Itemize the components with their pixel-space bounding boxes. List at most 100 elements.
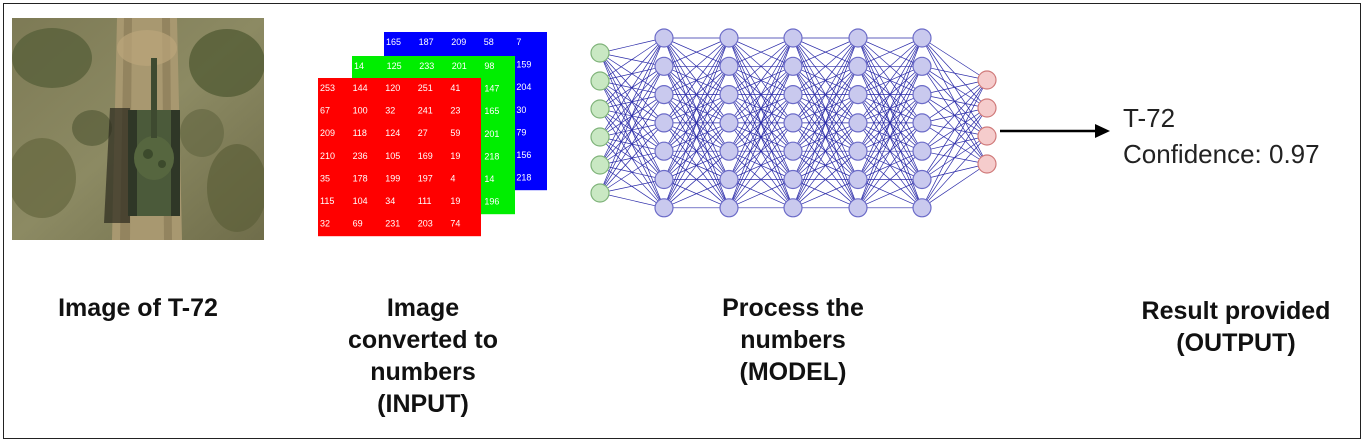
network-edge — [921, 79, 988, 124]
output-node — [977, 98, 997, 118]
hidden-node — [719, 141, 739, 161]
matrix-cell-value: 27 — [418, 128, 428, 138]
matrix-cell-value: 41 — [450, 83, 460, 93]
network-edge — [663, 122, 730, 209]
network-edge — [728, 94, 794, 208]
network-edge — [857, 179, 923, 209]
hidden-node — [654, 113, 674, 133]
network-edge — [792, 37, 859, 67]
matrix-cell-value: 79 — [516, 127, 526, 137]
network-edge — [857, 37, 923, 152]
hidden-node — [848, 169, 868, 190]
network-edge — [728, 179, 794, 209]
network-edge — [599, 37, 665, 82]
hidden-node — [719, 28, 739, 48]
matrix-cell-value: 100 — [353, 106, 368, 116]
matrix-cell-value: 209 — [320, 128, 335, 138]
network-edge — [921, 79, 988, 152]
hidden-node — [912, 198, 932, 218]
matrix-cell-value: 59 — [450, 128, 460, 138]
network-edge — [728, 37, 794, 95]
network-edge — [792, 66, 859, 208]
matrix-cell-value: 32 — [385, 106, 395, 116]
matrix-cell-value: 58 — [484, 37, 494, 47]
hidden-node — [783, 198, 803, 218]
matrix-cell-value: 34 — [385, 196, 395, 206]
caption-model: Process the numbers (MODEL) — [672, 292, 914, 388]
hidden-node — [912, 56, 932, 76]
matrix-cell-value: 199 — [385, 173, 400, 183]
hidden-node — [719, 169, 739, 190]
hidden-node — [848, 198, 868, 218]
matrix-cell-value: 144 — [353, 83, 368, 93]
red-matrix-background — [318, 78, 481, 237]
hidden-node — [783, 84, 803, 105]
matrix-cell-value: 111 — [418, 196, 432, 206]
matrix-cell-value: 241 — [418, 106, 433, 116]
matrix-cell-value: 165 — [484, 106, 499, 116]
network-edge — [857, 122, 923, 209]
hidden-node — [848, 113, 868, 133]
hidden-node — [912, 113, 932, 133]
network-nodes — [590, 28, 997, 218]
matrix-cell-value: 125 — [387, 61, 402, 71]
matrix-cell-value: 209 — [451, 37, 466, 47]
matrix-cell-value: 120 — [385, 83, 400, 93]
caption-model-line: Process the — [722, 294, 864, 322]
network-edge — [792, 37, 859, 95]
matrix-cell-value: 30 — [516, 105, 526, 115]
network-edge — [857, 66, 923, 208]
tank-aerial-photo — [12, 18, 264, 240]
network-edge — [663, 37, 730, 67]
caption-image: Image of T-72 — [22, 292, 254, 324]
matrix-cell-value: 105 — [385, 151, 400, 161]
matrix-cell-value: 124 — [385, 128, 400, 138]
input-node — [590, 127, 610, 147]
caption-input-line: (INPUT) — [377, 390, 469, 418]
hidden-node — [848, 28, 868, 48]
network-edge — [599, 94, 665, 194]
matrix-cell-value: 251 — [418, 83, 433, 93]
network-edge — [792, 122, 859, 209]
network-edge — [728, 37, 794, 152]
hidden-node — [719, 113, 739, 133]
matrix-cell-value: 14 — [354, 61, 364, 71]
hidden-node — [848, 141, 868, 161]
matrix-cell-value: 74 — [450, 219, 460, 229]
hidden-node — [783, 56, 803, 76]
hidden-node — [783, 169, 803, 190]
matrix-cell-value: 7 — [516, 37, 521, 47]
hidden-node — [654, 141, 674, 161]
result-confidence: Confidence: 0.97 — [1123, 139, 1320, 169]
matrix-cell-value: 169 — [418, 151, 433, 161]
network-edge — [663, 37, 730, 208]
network-edge — [728, 66, 794, 208]
network-edge — [921, 79, 988, 95]
network-edge — [792, 37, 859, 180]
network-edges — [599, 37, 988, 209]
network-edge — [728, 37, 794, 124]
hidden-node — [654, 84, 674, 105]
matrix-cell-value: 14 — [484, 174, 494, 184]
output-node — [977, 70, 997, 90]
network-edge — [857, 37, 923, 95]
network-edge — [728, 37, 794, 208]
network-edge — [599, 150, 665, 194]
network-edge — [599, 37, 665, 138]
network-edge — [663, 66, 730, 208]
input-node — [590, 183, 610, 203]
matrix-cell-value: 201 — [452, 61, 467, 71]
network-edge — [857, 37, 923, 124]
network-edge — [599, 37, 665, 110]
network-edge — [857, 150, 923, 209]
matrix-cell-value: 187 — [419, 37, 434, 47]
matrix-cell-value: 159 — [516, 60, 531, 70]
input-node — [590, 99, 610, 119]
matrix-cell-value: 118 — [353, 128, 367, 138]
hidden-node — [654, 198, 674, 218]
network-edge — [857, 37, 923, 67]
matrix-cell-value: 203 — [418, 219, 433, 229]
matrix-cell-value: 231 — [385, 219, 400, 229]
matrix-cell-value: 165 — [386, 37, 401, 47]
